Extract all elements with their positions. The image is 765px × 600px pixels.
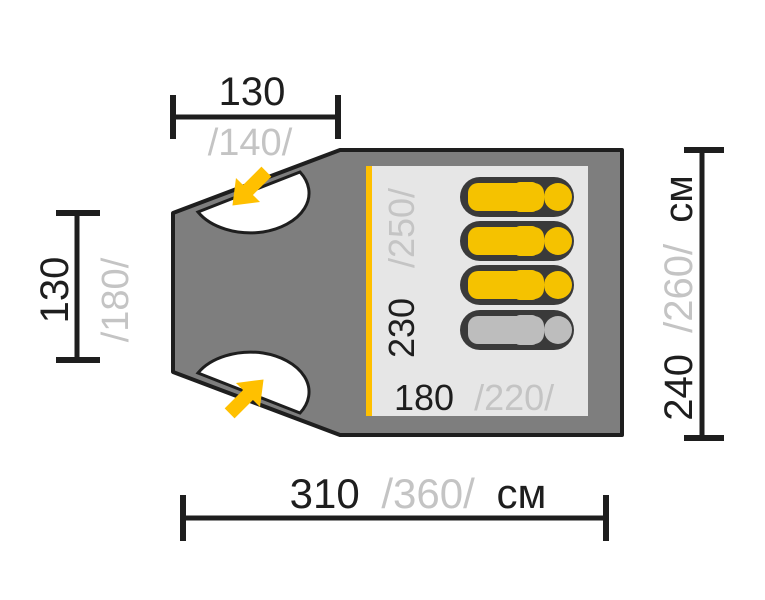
total-length-alt: /360/ — [381, 470, 475, 517]
inner-length-value: 230 — [381, 298, 422, 358]
entrance-arrow-icon — [224, 379, 264, 419]
total-width-alt: /260/ — [657, 243, 701, 333]
vestibule-width-dimension — [170, 95, 341, 139]
vestibule-depth-alt: /180/ — [95, 257, 137, 342]
total-width-label: 240 /260/ см — [657, 175, 701, 420]
total-length-value: 310 — [290, 470, 360, 517]
total-length-dimension — [180, 495, 609, 541]
vestibule-width-value: 130 — [219, 70, 286, 114]
inner-width-label: 180 /220/ — [394, 377, 554, 418]
sleeping-bag-icon — [460, 310, 574, 350]
total-width-value: 240 — [657, 354, 701, 421]
sleeping-bag-icon — [460, 221, 574, 261]
total-length-label: 310 /360/ см — [290, 470, 547, 517]
entrance-arrow-icon — [232, 166, 272, 206]
vestibule-width-alt: /140/ — [208, 122, 293, 164]
inner-width-alt: /220/ — [474, 377, 554, 418]
sleeping-bag-icon — [460, 177, 574, 217]
vestibule-depth-dimension — [56, 210, 100, 363]
total-width-dimension — [684, 147, 724, 441]
vestibule-depth-value: 130 — [33, 257, 77, 324]
inner-length-alt: /250/ — [381, 188, 422, 268]
total-width-unit: см — [657, 175, 701, 223]
inner-tent-length-marker — [366, 166, 372, 416]
total-length-unit: см — [496, 470, 546, 517]
sleeping-bag-icon — [460, 265, 574, 305]
inner-width-value: 180 — [394, 377, 454, 418]
